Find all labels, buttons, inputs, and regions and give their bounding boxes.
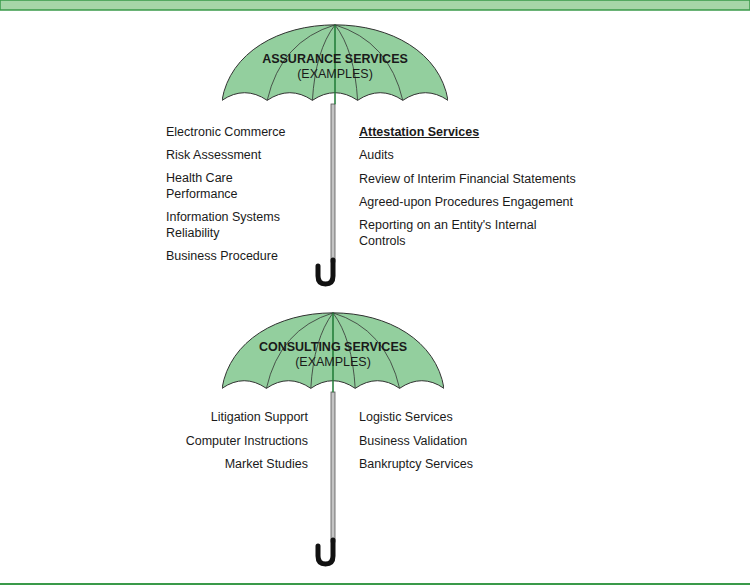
list-item: Business Validation [359,433,559,449]
canopy-subheading: (EXAMPLES) [222,355,444,370]
list-item: Business Procedure [166,248,306,264]
list-item: Litigation Support [150,409,308,425]
list-item: Information Systems Reliability [166,209,306,241]
list-item: Bankruptcy Services [359,456,559,472]
list-item: Computer Instructions [150,433,308,449]
bottom-rule [0,583,750,585]
list-item: Reporting on an Entity's Internal Contro… [359,217,559,249]
list-item: Health Care Performance [166,170,306,202]
list-item: Review of Interim Financial Statements [359,171,599,187]
list-heading: Attestation Services [359,124,599,140]
list-item: Risk Assessment [166,147,306,163]
list-item: Electronic Commerce [166,124,306,140]
umbrella-handle [318,260,333,284]
list-item: Market Studies [150,456,308,472]
umbrella-shaft [331,104,335,262]
umbrella-shaft [331,392,335,542]
canopy-subheading: (EXAMPLES) [222,67,448,82]
canopy-heading: CONSULTING SERVICES [222,340,444,355]
umbrella-canopy-box: ASSURANCE SERVICES(EXAMPLES) [222,22,448,108]
top-bar [0,0,750,10]
list-item: Logistic Services [359,409,559,425]
list-item: Agreed-upon Procedures Engagement [359,194,599,210]
umbrella-canopy-box: CONSULTING SERVICES(EXAMPLES) [222,310,444,396]
umbrella-handle [318,540,333,564]
canopy-heading: ASSURANCE SERVICES [222,52,448,67]
list-item: Audits [359,147,599,163]
